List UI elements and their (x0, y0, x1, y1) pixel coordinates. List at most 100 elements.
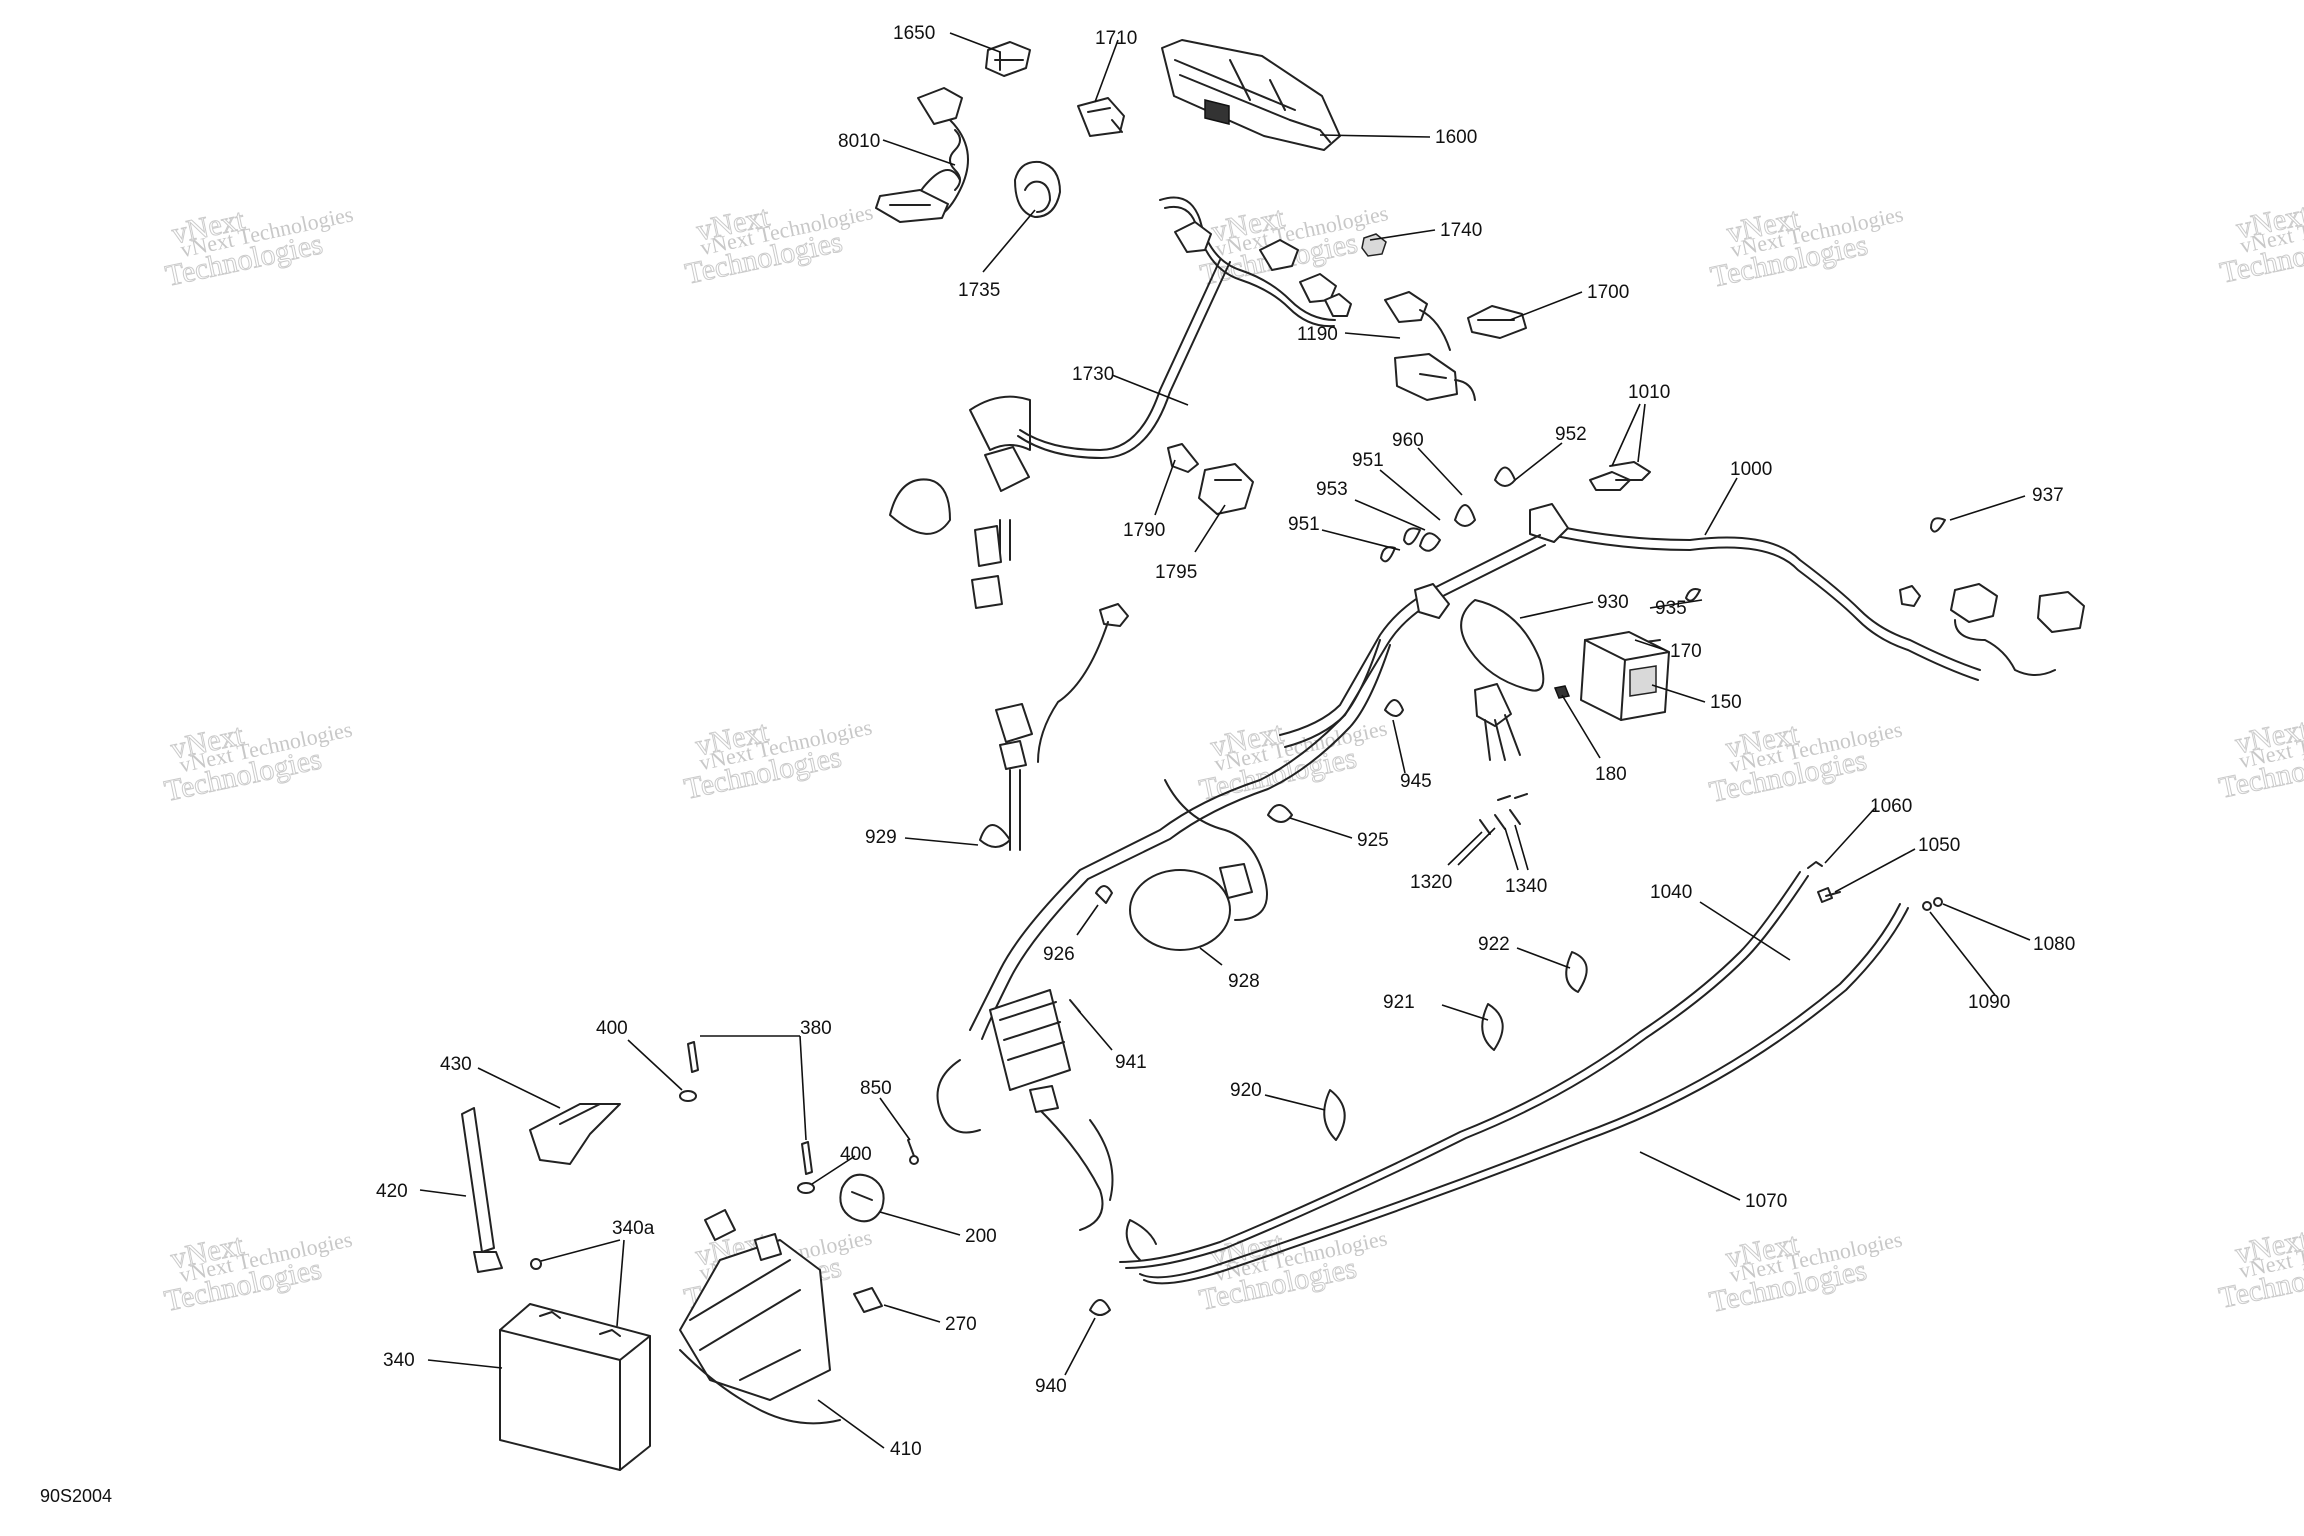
callout-1050: 1050 (1918, 835, 1960, 856)
leader-lines (419, 32, 2031, 1449)
watermark: vNext vNext Technologies Technologies (2217, 197, 2304, 290)
part-1730-upper-harness (889, 196, 1451, 609)
callout-1090: 1090 (1968, 992, 2010, 1013)
watermark: vNext vNext Technologies Technologies (161, 1226, 354, 1318)
callout-928: 928 (1228, 971, 1260, 992)
callout-1710: 1710 (1095, 28, 1137, 49)
watermark: vNext vNext Technologies Technologies (1707, 201, 1905, 294)
callout-926: 926 (1043, 944, 1075, 965)
callout-1735: 1735 (958, 280, 1000, 301)
callout-937: 937 (2032, 485, 2064, 506)
callout-920: 920 (1230, 1080, 1262, 1101)
part-1650-connector (985, 41, 1031, 77)
part-cable-ties (1380, 466, 1516, 563)
parts (461, 39, 2085, 1471)
part-922-tie (1565, 951, 1588, 993)
callout-1080: 1080 (2033, 934, 2075, 955)
callout-1740: 1740 (1440, 220, 1482, 241)
part-937-clip (1930, 517, 1946, 533)
callout-850: 850 (860, 1078, 892, 1099)
watermark: vNext vNext Technologies Technologies (2216, 1222, 2304, 1315)
part-1700-connector (1467, 305, 1527, 339)
part-1190-sensor (1394, 353, 1476, 401)
watermark: vNext vNext Technologies Technologies (2216, 712, 2304, 805)
part-430-bracket (529, 1103, 621, 1165)
callout-380: 380 (800, 1018, 832, 1039)
callout-951-upper: 951 (1352, 450, 1384, 471)
part-926-tie (1095, 885, 1113, 904)
callout-1340: 1340 (1505, 876, 1547, 897)
callout-430: 430 (440, 1054, 472, 1075)
part-935-clip (1685, 588, 1701, 602)
callout-340a: 340a (612, 1218, 655, 1239)
part-945-clip (1384, 699, 1404, 717)
part-1070-cable (1125, 903, 1909, 1285)
callout-180: 180 (1595, 764, 1627, 785)
callout-270: 270 (945, 1314, 977, 1335)
watermark: vNext vNext Technologies Technologies (1706, 1226, 1904, 1319)
part-928-loop (1129, 869, 1231, 951)
callout-1040: 1040 (1650, 882, 1692, 903)
part-1320-1340-fasteners (1479, 793, 1528, 835)
callout-1650: 1650 (893, 23, 935, 44)
part-410-battery-tray (679, 1209, 841, 1425)
part-925-tie (1267, 804, 1293, 823)
callout-941: 941 (1115, 1052, 1147, 1073)
callout-1060: 1060 (1870, 796, 1912, 817)
part-1060-bolt (1807, 861, 1823, 869)
part-150-module (1580, 631, 1670, 721)
callout-1000: 1000 (1730, 459, 1772, 480)
callout-420: 420 (376, 1181, 408, 1202)
callout-922: 922 (1478, 934, 1510, 955)
callout-1070: 1070 (1745, 1191, 1787, 1212)
part-929-tie (979, 824, 1011, 848)
callout-8010: 8010 (838, 131, 880, 152)
part-200-solenoid (839, 1173, 885, 1223)
part-1080-nut (1933, 897, 1943, 907)
callout-1700: 1700 (1587, 282, 1629, 303)
part-1090-washer (1922, 901, 1932, 911)
callout-1320: 1320 (1410, 872, 1452, 893)
part-1050-bolt (1817, 887, 1841, 903)
part-1790-fuse (1167, 443, 1199, 473)
callout-170: 170 (1670, 641, 1702, 662)
part-1735-round-connector (1014, 160, 1061, 218)
callout-925: 925 (1357, 830, 1389, 851)
callout-150: 150 (1710, 692, 1742, 713)
callout-1010: 1010 (1628, 382, 1670, 403)
callout-200: 200 (965, 1226, 997, 1247)
part-340-battery (499, 1303, 651, 1471)
part-940-tie (1089, 1299, 1111, 1316)
part-930-loop (1460, 599, 1545, 692)
part-400-washer (679, 1090, 815, 1194)
callout-951-lower: 951 (1288, 514, 1320, 535)
watermark: vNext vNext Technologies Technologies (681, 714, 874, 806)
callout-400-lower: 400 (840, 1144, 872, 1165)
callout-1600: 1600 (1435, 127, 1477, 148)
callout-945: 945 (1400, 771, 1432, 792)
watermark: vNext vNext Technologies Technologies (1197, 200, 1390, 292)
figure-code: 90S2004 (40, 1486, 112, 1506)
watermark: vNext vNext Technologies Technologies (1196, 715, 1389, 807)
part-1740-grommet (1361, 233, 1387, 257)
callout-930: 930 (1597, 592, 1629, 613)
callout-960: 960 (1392, 430, 1424, 451)
callout-410: 410 (890, 1439, 922, 1460)
callout-1190: 1190 (1297, 324, 1338, 345)
callout-1795: 1795 (1155, 562, 1197, 583)
watermark: vNext vNext Technologies Technologies (682, 199, 875, 291)
part-921-tie (1481, 1003, 1504, 1051)
callout-940: 940 (1035, 1376, 1067, 1397)
callout-935: 935 (1655, 598, 1687, 619)
part-1795-relay (1198, 463, 1254, 515)
part-1710-switch (1077, 97, 1125, 137)
part-270-connector (853, 1287, 883, 1313)
part-850-screw (907, 1139, 919, 1165)
watermark: vNext vNext Technologies Technologies (162, 201, 355, 293)
part-1010-clips (1589, 461, 1651, 491)
callout-1730: 1730 (1072, 364, 1114, 385)
watermark: vNext vNext Technologies Technologies (161, 716, 354, 808)
part-8010-key-lanyard (875, 87, 969, 223)
